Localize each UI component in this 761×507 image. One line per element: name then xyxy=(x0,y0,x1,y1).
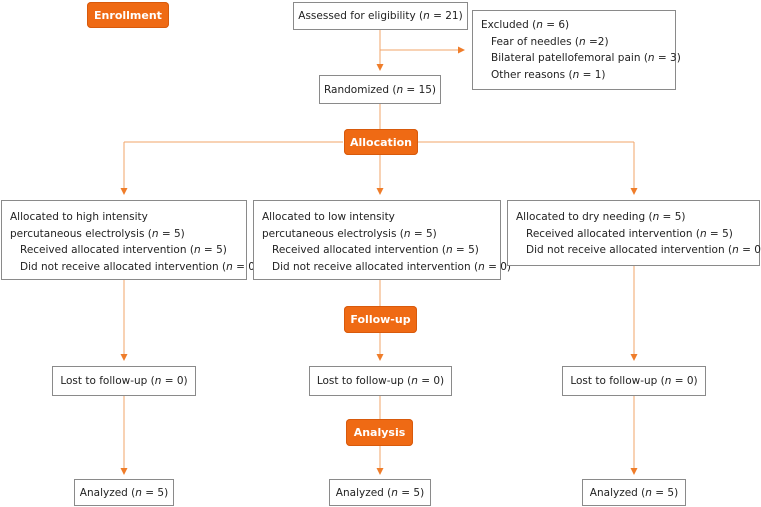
excluded-reason: Fear of needles (n =2) xyxy=(491,35,609,48)
stage-follow-up: Follow-up xyxy=(344,306,417,333)
analyzed-label: Analyzed (n = 5) xyxy=(335,486,425,499)
assessed-box: Assessed for eligibility (n = 21) xyxy=(293,2,468,30)
analyzed-box-arm1: Analyzed (n = 5) xyxy=(74,479,174,506)
lost-followup-box-arm2: Lost to follow-up (n = 0) xyxy=(309,366,452,396)
arm-received: Received allocated intervention (n = 5) xyxy=(272,244,479,256)
lost-followup-box-arm1: Lost to follow-up (n = 0) xyxy=(52,366,196,396)
lost-followup-label: Lost to follow-up (n = 0) xyxy=(570,375,698,387)
stage-enrollment: Enrollment xyxy=(87,2,169,28)
analyzed-box-arm3: Analyzed (n = 5) xyxy=(582,479,686,506)
arm-received: Received allocated intervention (n = 5) xyxy=(20,244,227,256)
arm-allocation-label: percutaneous electrolysis (n = 5) xyxy=(262,227,437,240)
excluded-box: Excluded (n = 6) Fear of needles (n =2) … xyxy=(472,10,681,90)
arm-allocation-label: percutaneous electrolysis (n = 5) xyxy=(10,227,185,240)
assessed-label: Assessed for eligibility (n = 21) xyxy=(298,10,463,22)
analyzed-box-arm2: Analyzed (n = 5) xyxy=(329,479,431,506)
lost-followup-box-arm3: Lost to follow-up (n = 0) xyxy=(562,366,706,396)
arm-allocation-label: Allocated to high intensity xyxy=(10,211,148,223)
arm-allocation-label: Allocated to dry needing (n = 5) xyxy=(516,211,686,223)
randomized-label: Randomized (n = 15) xyxy=(323,83,437,96)
arm-not-received: Did not receive allocated intervention (… xyxy=(526,244,761,256)
lost-followup-label: Lost to follow-up (n = 0) xyxy=(316,375,445,387)
arm-low-intensity-box: Allocated to low intensity percutaneous … xyxy=(253,200,511,280)
lost-followup-label: Lost to follow-up (n = 0) xyxy=(60,375,188,387)
stage-analysis: Analysis xyxy=(346,419,413,446)
excluded-reason: Other reasons (n = 1) xyxy=(491,68,606,81)
arm-high-intensity-box: Allocated to high intensity percutaneous… xyxy=(1,200,259,280)
analyzed-label: Analyzed (n = 5) xyxy=(589,486,679,499)
excluded-title: Excluded (n = 6) xyxy=(481,19,570,31)
stage-allocation: Allocation xyxy=(344,129,418,155)
arm-allocation-label: Allocated to low intensity xyxy=(262,211,395,223)
excluded-reason: Bilateral patellofemoral pain (n = 3) xyxy=(491,52,681,64)
analyzed-label: Analyzed (n = 5) xyxy=(79,486,169,499)
arm-dry-needling-box: Allocated to dry needing (n = 5) Receive… xyxy=(507,200,761,266)
randomized-box: Randomized (n = 15) xyxy=(319,75,441,104)
arm-received: Received allocated intervention (n = 5) xyxy=(526,227,733,240)
arm-not-received: Did not receive allocated intervention (… xyxy=(20,260,259,273)
arm-not-received: Did not receive allocated intervention (… xyxy=(272,260,511,273)
